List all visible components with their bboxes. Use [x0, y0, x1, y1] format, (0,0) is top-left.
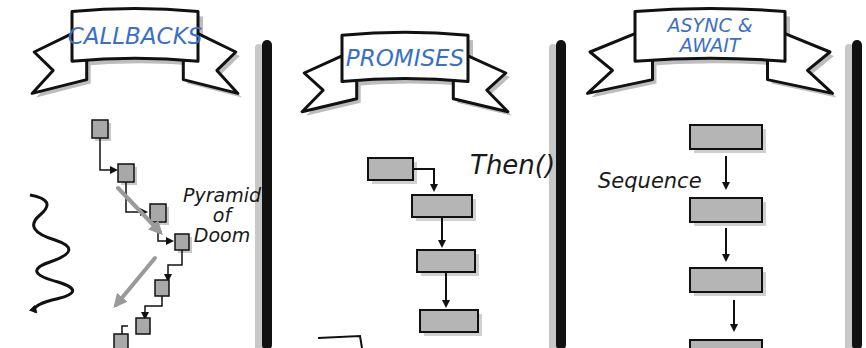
banner-outline — [300, 30, 510, 116]
banner-stroke — [72, 9, 198, 62]
handwritten-note: Pyramid of Doom — [182, 186, 262, 246]
squiggle — [30, 195, 73, 312]
panel-separators — [255, 40, 862, 348]
banner-outline — [30, 6, 240, 98]
banner-stroke — [635, 9, 785, 62]
banner-title: ASYNC & AWAIT — [639, 14, 781, 60]
banner-stroke — [342, 32, 468, 81]
title-banner: PROMISES — [300, 30, 510, 116]
title-banner: CALLBACKS — [30, 6, 240, 98]
async-sequence — [690, 125, 766, 348]
callback-pyramid — [92, 120, 192, 348]
handwritten-note: Sequence — [598, 170, 694, 192]
handwritten-note: Then() — [470, 152, 550, 179]
gray-arrows — [116, 188, 160, 305]
banner-title: CALLBACKS — [76, 14, 194, 60]
title-banner: ASYNC & AWAIT — [585, 6, 835, 98]
promise-chain — [318, 158, 482, 348]
banner-title: PROMISES — [346, 37, 464, 79]
